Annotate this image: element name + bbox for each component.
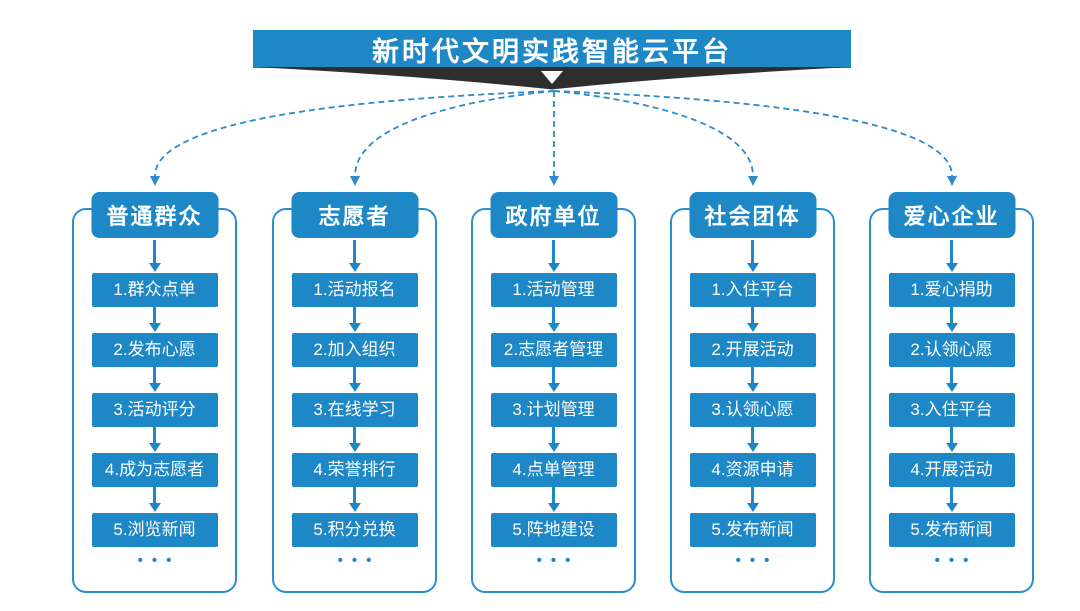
flow-step: 3.活动评分 [91,393,218,427]
flow-step: 1.活动管理 [490,273,617,307]
flow-step: 2.志愿者管理 [490,333,617,367]
flow-step: 4.成为志愿者 [91,453,218,487]
down-arrow-icon [148,240,161,272]
steps-general-public: 1.群众点单 2.发布心愿 3.活动评分 4.成为志愿者 5.浏览新闻 ••• [72,273,237,568]
flow-step: 5.发布新闻 [689,513,816,547]
down-arrow-icon [945,427,958,453]
down-arrow-icon [547,307,560,333]
column-header-volunteer: 志愿者 [291,192,418,238]
down-arrow-icon [746,307,759,333]
column-government-unit: 政府单位 1.活动管理 2.志愿者管理 3.计划管理 4.点单管理 5.阵地建设… [471,185,636,605]
column-header-caring-enterprise: 爱心企业 [888,192,1015,238]
down-arrow-icon [746,367,759,393]
banner-ribbon-shape [253,67,851,90]
flow-step: 3.计划管理 [490,393,617,427]
column-volunteer: 志愿者 1.活动报名 2.加入组织 3.在线学习 4.荣誉排行 5.积分兑换 •… [272,185,437,605]
down-arrow-icon [945,307,958,333]
more-ellipsis: ••• [934,552,978,569]
column-caring-enterprise: 爱心企业 1.爱心捐助 2.认领心愿 3.入住平台 4.开展活动 5.发布新闻 … [869,185,1034,605]
flow-step: 5.浏览新闻 [91,513,218,547]
down-arrow-icon [746,240,759,272]
platform-title-banner: 新时代文明实践智能云平台 [253,30,851,68]
flow-step: 1.群众点单 [91,273,218,307]
down-arrow-icon [148,367,161,393]
column-header-government-unit: 政府单位 [490,192,617,238]
down-arrow-icon [348,487,361,513]
more-ellipsis: ••• [137,552,181,569]
down-arrow-icon [547,487,560,513]
down-arrow-icon [148,307,161,333]
flow-step: 4.点单管理 [490,453,617,487]
down-arrow-icon [945,240,958,272]
flow-step: 5.积分兑换 [291,513,418,547]
steps-volunteer: 1.活动报名 2.加入组织 3.在线学习 4.荣誉排行 5.积分兑换 ••• [272,273,437,568]
flow-step: 2.发布心愿 [91,333,218,367]
connector-to-social-group [553,90,754,177]
down-arrow-icon [945,367,958,393]
flow-step: 1.爱心捐助 [888,273,1015,307]
down-arrow-icon [348,367,361,393]
column-title: 普通群众 [106,204,203,229]
flow-step: 5.阵地建设 [490,513,617,547]
flow-step: 2.开展活动 [689,333,816,367]
platform-title: 新时代文明实践智能云平台 [372,36,732,67]
banner-down-arrow-icon [541,71,563,84]
down-arrow-icon [148,487,161,513]
more-ellipsis: ••• [735,552,779,569]
connector-to-general-public [154,90,555,177]
down-arrow-icon [945,487,958,513]
flow-step: 4.资源申请 [689,453,816,487]
flow-step: 2.加入组织 [291,333,418,367]
column-social-group: 社会团体 1.入住平台 2.开展活动 3.认领心愿 4.资源申请 5.发布新闻 … [670,185,835,605]
down-arrow-icon [348,240,361,272]
flow-step: 2.认领心愿 [888,333,1015,367]
column-general-public: 普通群众 1.群众点单 2.发布心愿 3.活动评分 4.成为志愿者 5.浏览新闻… [72,185,237,605]
down-arrow-icon [547,427,560,453]
steps-caring-enterprise: 1.爱心捐助 2.认领心愿 3.入住平台 4.开展活动 5.发布新闻 ••• [869,273,1034,568]
steps-social-group: 1.入住平台 2.开展活动 3.认领心愿 4.资源申请 5.发布新闻 ••• [670,273,835,568]
down-arrow-icon [746,427,759,453]
down-arrow-icon [547,367,560,393]
down-arrow-icon [547,240,560,272]
column-header-general-public: 普通群众 [91,192,218,238]
steps-government-unit: 1.活动管理 2.志愿者管理 3.计划管理 4.点单管理 5.阵地建设 ••• [471,273,636,568]
flow-step: 5.发布新闻 [888,513,1015,547]
down-arrow-icon [148,427,161,453]
flow-step: 3.在线学习 [291,393,418,427]
flow-step: 3.认领心愿 [689,393,816,427]
column-title: 政府单位 [505,204,602,229]
flow-step: 4.开展活动 [888,453,1015,487]
down-arrow-icon [348,427,361,453]
more-ellipsis: ••• [337,552,381,569]
down-arrow-icon [348,307,361,333]
column-title: 志愿者 [318,204,391,229]
column-header-social-group: 社会团体 [689,192,816,238]
flow-step: 1.入住平台 [689,273,816,307]
flow-step: 1.活动报名 [291,273,418,307]
column-title: 社会团体 [704,204,801,229]
connector-to-caring-enterprise [553,90,953,177]
down-arrow-icon [746,487,759,513]
more-ellipsis: ••• [536,552,580,569]
column-title: 爱心企业 [903,204,1000,229]
flow-step: 3.入住平台 [888,393,1015,427]
flow-step: 4.荣誉排行 [291,453,418,487]
connector-to-volunteer [354,90,555,177]
